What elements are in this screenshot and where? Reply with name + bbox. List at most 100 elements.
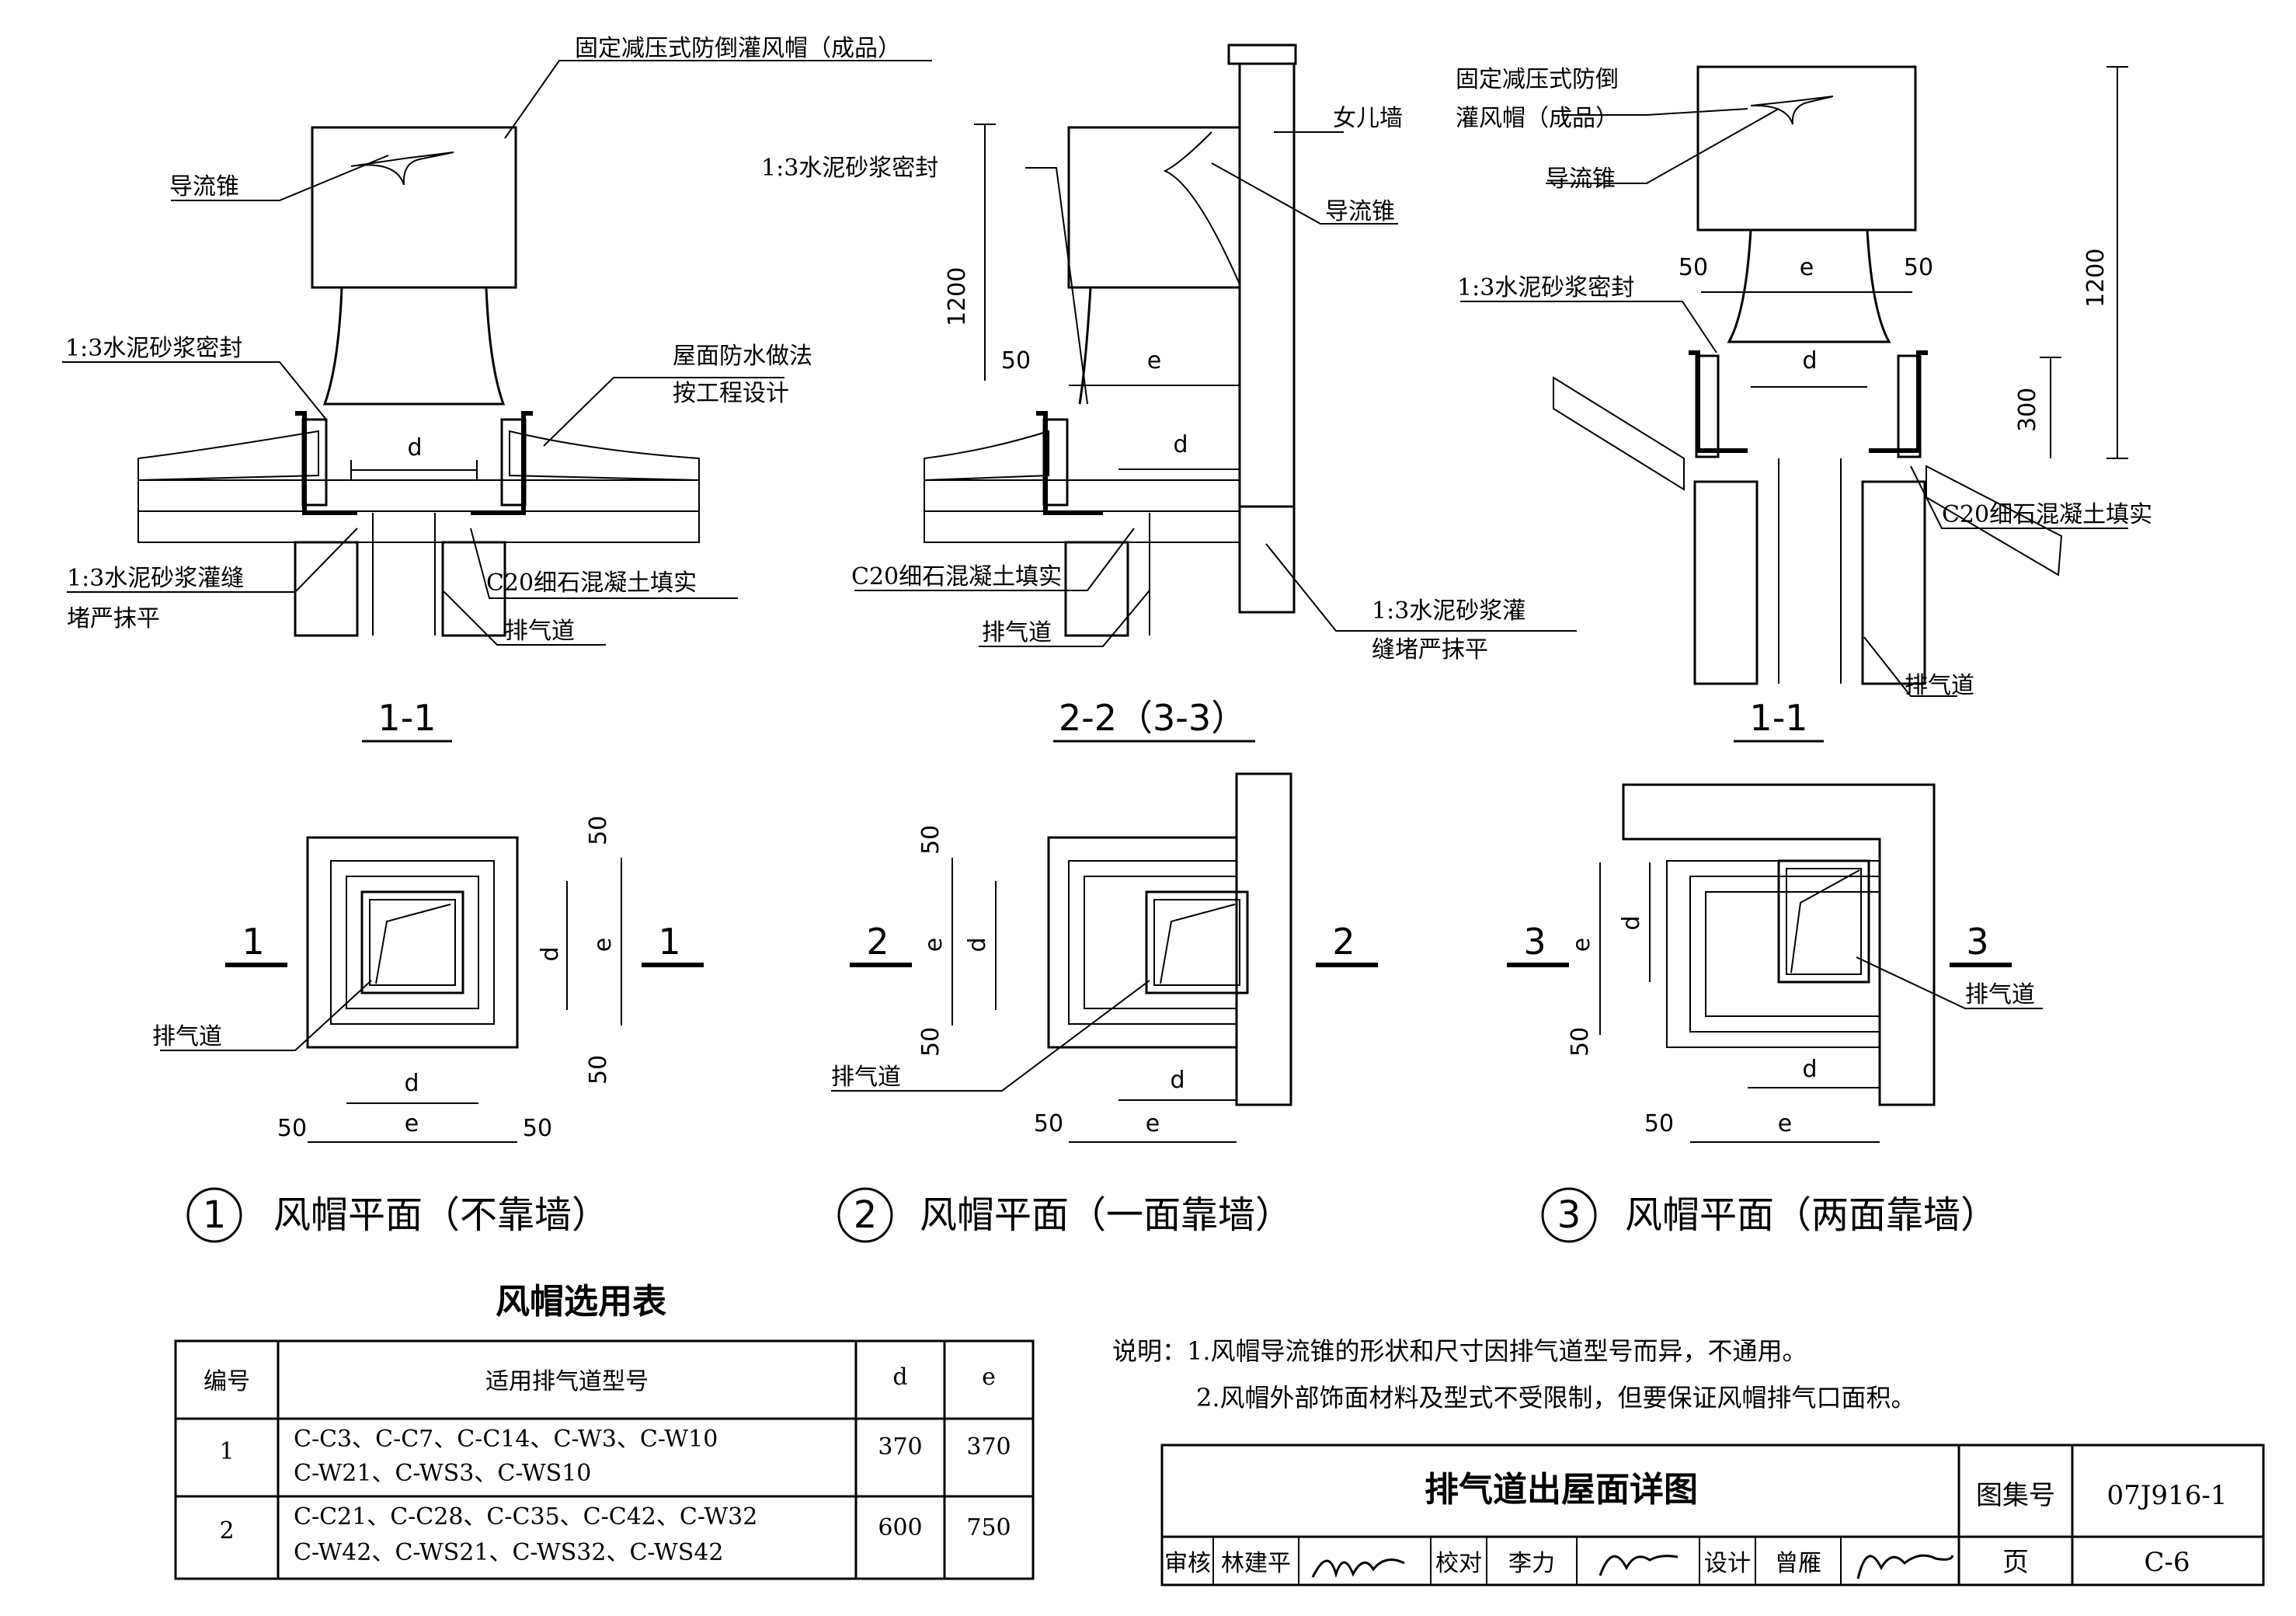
label-cap-3b: 灌风帽（成品） (1456, 105, 1619, 132)
row2-types2: C-W42、C-WS21、C-WS32、C-WS42 (294, 1539, 724, 1566)
label-cone: 导流锥 (169, 173, 239, 200)
section-1-1-left: d 导流锥 固定减压式防倒灌风帽（成品） 1:3水泥砂浆密封 屋面防水做法 按工… (62, 35, 932, 743)
row2-types1: C-C21、C-C28、C-C35、C-C42、C-W32 (294, 1503, 757, 1531)
row1-e: 370 (966, 1433, 1011, 1461)
note-1: 说明：1.风帽导流锥的形状和尺寸因排气道型号而异，不通用。 (1112, 1336, 1807, 1366)
plan-1: 1 1 排气道 d e 50 50 d e 50 50 1 风帽平面（不靠墙） (152, 816, 704, 1243)
title-block: 排气道出屋面详图 图集号 07J916-1 审核 林建平 校对 李力 设计 曾雁… (1160, 1444, 2265, 1586)
label-parapet: 女儿墙 (1333, 105, 1403, 132)
dim-d-2: d (1173, 431, 1188, 458)
cut-1-left: 1 (242, 921, 264, 963)
notes: 说明：1.风帽导流锥的形状和尺寸因排气道型号而异，不通用。 2.风帽外部饰面材料… (1112, 1336, 1916, 1412)
caption-1: 风帽平面（不靠墙） (273, 1193, 609, 1237)
label-grout-1: 1:3水泥砂浆灌缝 (67, 565, 244, 592)
checker-signature (1599, 1555, 1679, 1576)
dim-e-2: e (1147, 347, 1161, 374)
dim-d-p3: d (1618, 915, 1645, 930)
row2-no: 2 (219, 1517, 234, 1545)
dim-300: 300 (2014, 388, 2041, 432)
label-exhaust: 排气道 (505, 618, 575, 645)
dim-50-3b: 50 (1904, 254, 1933, 281)
dim-50-p1b: 50 (585, 1055, 612, 1085)
selection-table: 风帽选用表 编号 适用排气道型号 d e 1 C-C3、C-C7、C-C14、C… (174, 1282, 1035, 1580)
cut-3-left: 3 (1523, 921, 1546, 963)
designer: 曾雁 (1775, 1550, 1821, 1577)
dim-50-p2a: 50 (917, 825, 944, 855)
dim-d-p2: d (964, 937, 991, 952)
dim-50-p1d: 50 (523, 1115, 552, 1142)
note-2: 2.风帽外部饰面材料及型式不受限制，但要保证风帽排气口面积。 (1196, 1383, 1916, 1412)
dim-d-p2h: d (1170, 1067, 1185, 1094)
parapet-base (1238, 505, 1296, 614)
atlas-no: 07J916-1 (2107, 1480, 2228, 1511)
page-label: 页 (2002, 1547, 2029, 1578)
check-label: 校对 (1435, 1550, 1482, 1577)
row2-e: 750 (966, 1514, 1011, 1541)
row2-d: 600 (878, 1514, 922, 1541)
dim-50-p3c: 50 (1644, 1110, 1674, 1137)
dim-d-p1: d (537, 946, 564, 961)
design-label: 设计 (1704, 1550, 1751, 1577)
cap-box-2 (1067, 126, 1241, 289)
cut-2-right: 2 (1332, 921, 1355, 963)
cut-3-right: 3 (1966, 921, 1988, 963)
label-exhaust-p3: 排气道 (1965, 981, 2035, 1008)
section-title-1-1b: 1-1 (1749, 697, 1807, 739)
caption-circle-1 (186, 1187, 242, 1243)
label-c20: C20细石混凝土填实 (486, 569, 697, 597)
dim-e-p2h: e (1146, 1110, 1160, 1137)
dim-e-p3: e (1568, 938, 1595, 952)
dim-50-2: 50 (1001, 347, 1031, 374)
label-mortar-3: 1:3水泥砂浆密封 (1457, 274, 1634, 301)
section-1-1-right: e 50 50 d 1200 300 固定减压式防倒 灌风帽（成品） 导流锥 1… (1456, 65, 2152, 743)
dim-d-p1h: d (404, 1070, 419, 1097)
label-grout2-2: 缝堵严抹平 (1372, 636, 1488, 663)
caption-num-2: 2 (854, 1193, 878, 1237)
reviewer-signature (1311, 1559, 1405, 1579)
label-cap-product: 固定减压式防倒灌风帽（成品） (575, 35, 901, 62)
th-d: d (892, 1364, 907, 1391)
label-exhaust-p1: 排气道 (152, 1023, 222, 1050)
row1-types2: C-W21、C-WS3、C-WS10 (294, 1460, 591, 1487)
section-title-1-1: 1-1 (377, 697, 436, 739)
label-exhaust-2: 排气道 (982, 619, 1052, 646)
label-cap-3a: 固定减压式防倒 (1456, 66, 1619, 93)
cut-2-left: 2 (866, 921, 889, 963)
dim-50-p2b: 50 (917, 1027, 944, 1057)
section-title-2-2: 2-2（3-3） (1059, 697, 1247, 739)
parapet-coping (1227, 44, 1297, 65)
flashing-right (471, 411, 533, 515)
designer-signature (1856, 1554, 1954, 1579)
dim-50-p1a: 50 (585, 816, 612, 845)
roof-insulation-right (509, 430, 700, 482)
drawing-title: 排气道出屋面详图 (1425, 1470, 1698, 1510)
label-cone-2: 导流锥 (1325, 198, 1395, 225)
reviewer: 林建平 (1221, 1550, 1291, 1577)
dim-50-p3a: 50 (1567, 1027, 1594, 1057)
dim-e-p2: e (920, 938, 948, 952)
cap-neck (322, 287, 506, 406)
dim-e-p1: e (590, 938, 617, 952)
dim-50-3a: 50 (1679, 254, 1708, 281)
label-mortar-seal: 1:3水泥砂浆密封 (65, 335, 242, 362)
th-no: 编号 (204, 1368, 250, 1395)
cone-2 (1163, 131, 1240, 285)
flashing-left (295, 411, 357, 515)
dim-1200-2: 1200 (944, 267, 971, 326)
label-grout-2: 堵严抹平 (67, 605, 160, 632)
cone-glyph (350, 152, 454, 186)
dim-e-3: e (1800, 254, 1814, 281)
row1-d: 370 (878, 1433, 922, 1461)
roof-slab (137, 510, 700, 543)
label-grout2-1: 1:3水泥砂浆灌 (1372, 597, 1525, 625)
label-c20-3: C20细石混凝土填实 (1942, 501, 2152, 528)
caption-3: 风帽平面（两面靠墙） (1625, 1193, 1998, 1237)
dim-e-p3h: e (1778, 1110, 1792, 1137)
row1-no: 1 (219, 1438, 234, 1465)
dim-50-p2c: 50 (1034, 1110, 1063, 1137)
label-c20-2: C20细石混凝土填实 (851, 563, 1062, 590)
shaft-wall-left (294, 541, 359, 637)
atlas-label: 图集号 (1976, 1480, 2055, 1511)
parapet-wall (1238, 62, 1296, 508)
caption-2: 风帽平面（一面靠墙） (920, 1193, 1292, 1237)
